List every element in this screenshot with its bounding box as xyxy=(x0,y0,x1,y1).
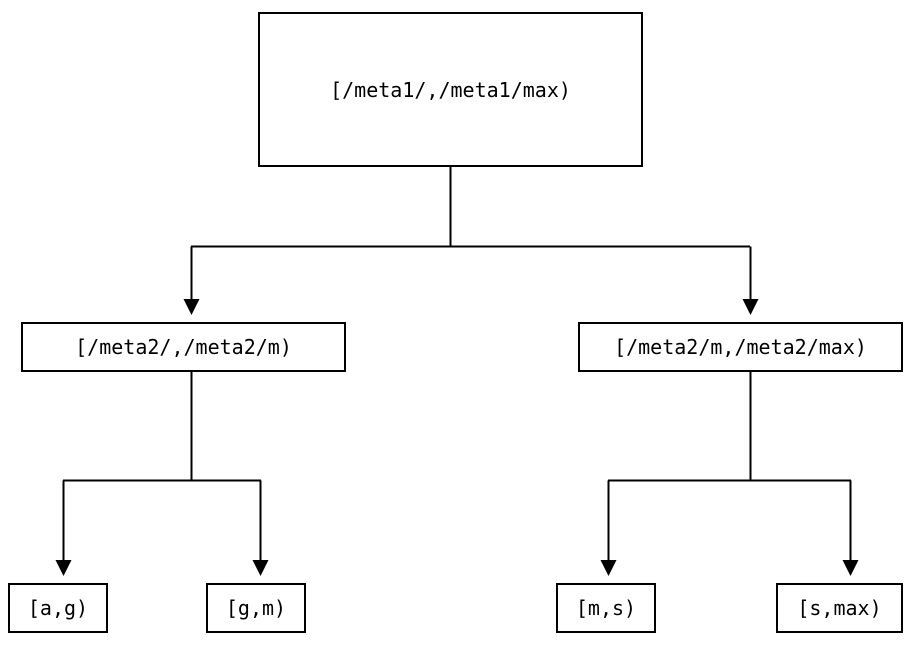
arrowhead-icon-to-leaf-4 xyxy=(842,560,859,576)
node-leaf-a-g[interactable]: [a,g) xyxy=(8,583,108,633)
node-leaf-m-s[interactable]: [m,s) xyxy=(556,583,656,633)
node-leaf-m-s-label: [m,s) xyxy=(575,596,637,620)
arrowhead-icon-to-leaf-3 xyxy=(600,560,617,576)
node-mid-left[interactable]: [/meta2/,/meta2/m) xyxy=(21,322,346,372)
node-mid-right-label: [/meta2/m,/meta2/max) xyxy=(614,335,867,359)
node-leaf-s-max-label: [s,max) xyxy=(797,596,882,620)
node-root-label: [/meta1/,/meta1/max) xyxy=(330,77,571,102)
edge-midright-to-leaf-group xyxy=(600,372,859,576)
node-mid-right[interactable]: [/meta2/m,/meta2/max) xyxy=(578,322,903,372)
node-leaf-g-m-label: [g,m) xyxy=(225,596,287,620)
node-mid-left-label: [/meta2/,/meta2/m) xyxy=(75,335,292,359)
node-leaf-s-max[interactable]: [s,max) xyxy=(776,583,903,633)
arrowhead-icon-to-mid-right xyxy=(742,299,759,315)
edge-root-to-mid-group xyxy=(183,167,759,315)
arrowhead-icon-to-leaf-2 xyxy=(252,560,269,576)
node-root[interactable]: [/meta1/,/meta1/max) xyxy=(258,12,643,167)
node-leaf-g-m[interactable]: [g,m) xyxy=(206,583,306,633)
arrowhead-icon-to-mid-left xyxy=(183,299,200,315)
arrowhead-icon-to-leaf-1 xyxy=(55,560,72,576)
node-leaf-a-g-label: [a,g) xyxy=(27,596,89,620)
edge-midleft-to-leaf-group xyxy=(55,372,269,576)
